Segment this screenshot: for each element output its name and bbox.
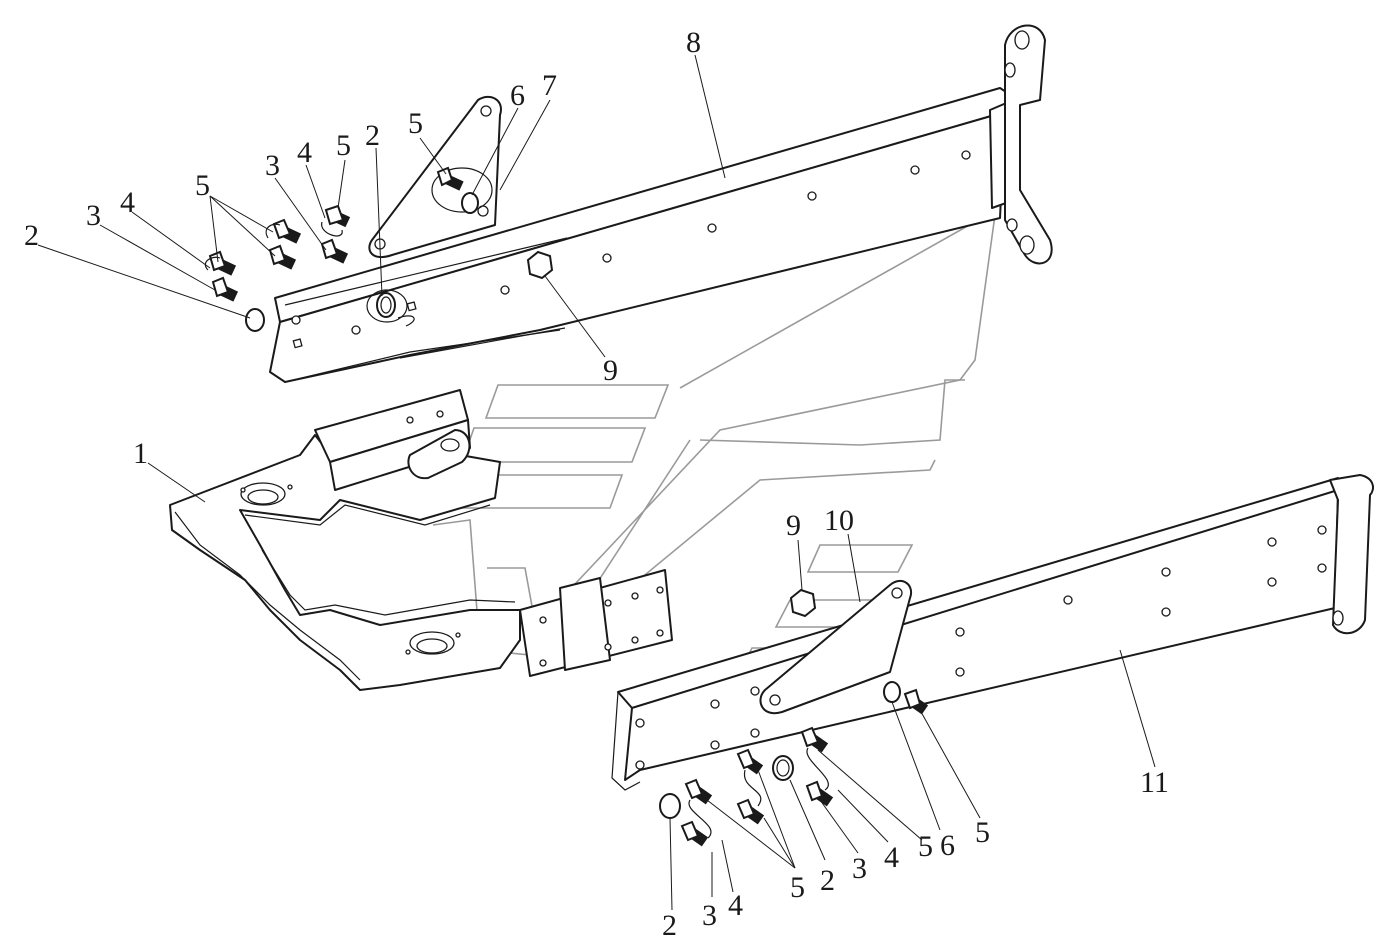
- callout-2: 2: [662, 909, 677, 942]
- callout-5: 5: [195, 169, 210, 202]
- callout-4: 4: [297, 136, 312, 169]
- callout-2: 2: [365, 119, 380, 152]
- base-frame-part-1: [169, 389, 673, 691]
- callout-5: 5: [336, 129, 351, 162]
- nut-part-9-upper: [526, 250, 554, 280]
- callout-2: 2: [820, 864, 835, 897]
- callout-5: 5: [408, 107, 423, 140]
- leader-lines: [37, 54, 1156, 911]
- callout-11: 11: [1140, 766, 1169, 799]
- callout-10: 10: [824, 504, 854, 537]
- callout-6: 6: [940, 829, 955, 862]
- upper-fasteners: [204, 166, 554, 332]
- lower-rail-part-11: [611, 474, 1374, 791]
- upper-rail-part-8: [269, 24, 1053, 383]
- callout-3: 3: [702, 899, 717, 932]
- callout-4: 4: [120, 186, 135, 219]
- callout-8: 8: [686, 26, 701, 59]
- lower-bracket-part-10: [759, 579, 913, 715]
- callout-2: 2: [24, 219, 39, 252]
- nut-part-9-lower: [789, 588, 817, 618]
- callout-labels: 1 2 2 2 2 3 3 3 3 4 4 4 4 5 5 5 5 5 5 6 …: [24, 26, 1169, 942]
- callout-5: 5: [975, 816, 990, 849]
- callout-5: 5: [790, 871, 805, 904]
- callout-6: 6: [510, 79, 525, 112]
- callout-4: 4: [728, 889, 743, 922]
- callout-7: 7: [542, 69, 557, 102]
- upper-bracket-part-7: [368, 95, 502, 259]
- lower-fasteners: [659, 588, 929, 847]
- callout-5: 5: [918, 830, 933, 863]
- callout-3: 3: [265, 149, 280, 182]
- callout-3: 3: [852, 852, 867, 885]
- callout-3: 3: [86, 199, 101, 232]
- callout-4: 4: [884, 841, 899, 874]
- callout-9: 9: [603, 354, 618, 387]
- callout-1: 1: [133, 437, 148, 470]
- callout-9: 9: [786, 509, 801, 542]
